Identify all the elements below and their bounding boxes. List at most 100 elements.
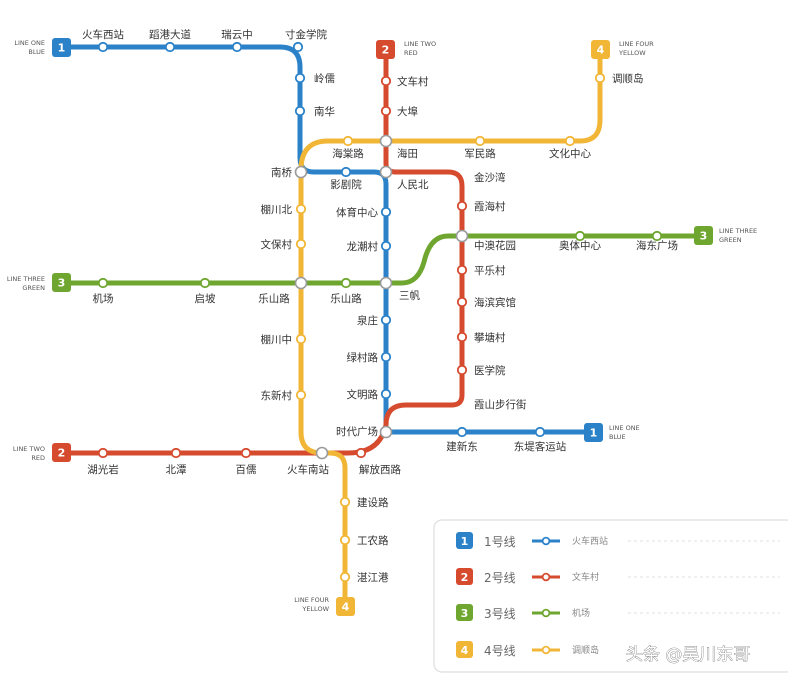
interchange-dot[interactable] — [455, 229, 469, 243]
badge-caption: LINE ONE — [609, 424, 640, 432]
station-label: 军民路 — [464, 147, 496, 160]
station-dot[interactable] — [295, 333, 307, 345]
badge-caption: LINE TWO — [13, 445, 45, 453]
station-dot[interactable] — [380, 314, 392, 326]
line-3-west-terminal[interactable]: 3 LINE THREE GREEN — [7, 273, 71, 292]
legend-badge-number: 2 — [461, 571, 469, 584]
station-label: 南桥 — [271, 166, 292, 179]
station-dot[interactable] — [380, 206, 392, 218]
station-dot[interactable] — [456, 331, 468, 343]
station-dot[interactable] — [355, 447, 367, 459]
badge-caption: LINE ONE — [14, 39, 45, 47]
badge-caption: BLUE — [609, 433, 626, 441]
station-dot[interactable] — [295, 389, 307, 401]
station-dot[interactable] — [380, 351, 392, 363]
line-4-route — [298, 49, 603, 609]
station-label: 三帆 — [399, 289, 420, 302]
legend-station-name: 火车西站 — [572, 535, 608, 547]
badge-number: 4 — [342, 601, 350, 614]
station-dot[interactable] — [97, 447, 109, 459]
station-dot[interactable] — [164, 41, 176, 53]
station-label: 建新东 — [446, 440, 478, 453]
station-label: 海滨宾馆 — [474, 296, 516, 309]
interchange-dot[interactable] — [379, 165, 393, 179]
station-dot[interactable] — [339, 571, 351, 583]
station-dot[interactable] — [651, 230, 663, 242]
station-dot[interactable] — [564, 135, 576, 147]
badge-number: 1 — [58, 42, 66, 55]
station-dot[interactable] — [240, 447, 252, 459]
station-label: 启坡 — [195, 292, 216, 305]
interchange-dot[interactable] — [379, 276, 393, 290]
badge-number: 3 — [58, 277, 66, 290]
station-dot[interactable] — [456, 264, 468, 276]
station-dot[interactable] — [380, 75, 392, 87]
station-label: 火车西站 — [82, 28, 124, 41]
station-dot[interactable] — [292, 41, 304, 53]
station-label: 医学院 — [474, 364, 506, 377]
interchange-dot[interactable] — [379, 425, 393, 439]
legend-row-line-4[interactable]: 4 4号线 调顺岛 — [456, 641, 599, 658]
station-dot[interactable] — [170, 447, 182, 459]
badge-caption: LINE FOUR — [619, 40, 654, 48]
line-1-east-terminal[interactable]: 1 LINE ONE BLUE — [584, 423, 640, 442]
interchange-dot[interactable] — [294, 276, 308, 290]
interchange-dot[interactable] — [294, 165, 308, 179]
badge-caption: YELLOW — [301, 605, 329, 613]
line-2-north-terminal[interactable]: 2 LINE TWO RED — [376, 40, 436, 59]
station-dot[interactable] — [199, 277, 211, 289]
station-dot[interactable] — [231, 41, 243, 53]
legend-row-line-1[interactable]: 1 1号线 火车西站 — [456, 532, 780, 549]
interchange-dot[interactable] — [379, 134, 393, 148]
station-dot[interactable] — [380, 240, 392, 252]
station-label: 文车村 — [397, 75, 429, 88]
station-dot[interactable] — [295, 238, 307, 250]
station-dot[interactable] — [380, 388, 392, 400]
badge-caption: RED — [31, 454, 45, 462]
badge-caption: YELLOW — [618, 49, 646, 57]
line-3-route — [59, 233, 707, 286]
line-1-west-terminal[interactable]: 1 LINE ONE BLUE — [14, 38, 71, 57]
station-dot[interactable] — [294, 105, 306, 117]
station-label: 大埠 — [397, 105, 418, 118]
station-label: 时代广场 — [336, 425, 378, 438]
legend-row-line-3[interactable]: 3 3号线 机场 — [456, 604, 780, 621]
legend-row-line-2[interactable]: 2 2号线 文车村 — [456, 568, 780, 585]
line-4-north-terminal[interactable]: 4 LINE FOUR YELLOW — [591, 40, 654, 59]
station-label: 北潭 — [166, 464, 187, 476]
station-dot[interactable] — [380, 105, 392, 117]
station-dot[interactable] — [339, 496, 351, 508]
legend: 1 1号线 火车西站 2 2号线 文车村 3 3号线 机场 — [433, 519, 788, 673]
station-dot[interactable] — [97, 41, 109, 53]
station-dot[interactable] — [339, 534, 351, 546]
station-dot[interactable] — [456, 426, 468, 438]
station-dot[interactable] — [294, 72, 306, 84]
line-2-west-terminal[interactable]: 2 LINE TWO RED — [13, 443, 71, 462]
station-label: 文明路 — [347, 388, 379, 401]
station-label: 蹈港大道 — [149, 28, 191, 41]
badge-caption: BLUE — [28, 48, 45, 56]
line-4-south-terminal[interactable]: 4 LINE FOUR YELLOW — [294, 596, 355, 616]
station-dot[interactable] — [594, 72, 606, 84]
station-dot[interactable] — [456, 364, 468, 376]
station-dot[interactable] — [342, 135, 354, 147]
station-dot[interactable] — [474, 135, 486, 147]
station-dot[interactable] — [534, 426, 546, 438]
station-label: 机场 — [93, 292, 114, 305]
station-dot[interactable] — [295, 203, 307, 215]
badge-caption: RED — [404, 49, 418, 57]
legend-station-name: 机场 — [572, 607, 590, 619]
interchange-dot[interactable] — [315, 446, 329, 460]
station-dot[interactable] — [456, 200, 468, 212]
station-dot[interactable] — [340, 166, 352, 178]
legend-badge-number: 4 — [461, 644, 469, 657]
line-3-east-terminal[interactable]: 3 LINE THREE GREEN — [694, 226, 757, 245]
station-label: 湖光岩 — [87, 463, 119, 476]
station-dot[interactable] — [574, 230, 586, 242]
station-dot[interactable] — [456, 296, 468, 308]
badge-number: 2 — [382, 44, 390, 57]
station-dot[interactable] — [97, 277, 109, 289]
station-dot[interactable] — [340, 277, 352, 289]
badge-caption: GREEN — [719, 236, 742, 244]
